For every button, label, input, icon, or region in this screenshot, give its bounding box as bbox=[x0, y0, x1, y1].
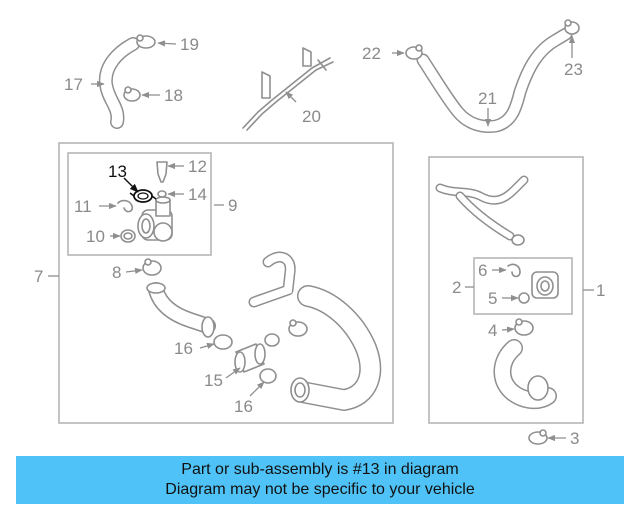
callout-19: 19 bbox=[180, 35, 199, 54]
callout-15: 15 bbox=[204, 371, 223, 390]
clamp-3-drawing bbox=[528, 429, 548, 445]
clamp-23-drawing bbox=[564, 19, 580, 35]
hose-large-drawing bbox=[290, 285, 382, 411]
callout-16b: 16 bbox=[234, 397, 253, 416]
callout-11: 11 bbox=[74, 197, 92, 216]
sensor-12-drawing bbox=[156, 161, 168, 183]
callout-17: 17 bbox=[64, 75, 83, 94]
pipe-upper-drawing bbox=[248, 251, 296, 308]
callout-14: 14 bbox=[188, 185, 207, 204]
callout-8: 8 bbox=[112, 263, 121, 282]
info-banner: Part or sub-assembly is #13 in diagram D… bbox=[16, 456, 624, 504]
group-box-7 bbox=[58, 142, 394, 424]
callout-12: 12 bbox=[188, 157, 207, 176]
outlet-housing-9-drawing bbox=[137, 196, 173, 242]
sub-box-2 bbox=[473, 257, 573, 315]
callout-13: 13 bbox=[108, 162, 127, 181]
callout-5: 5 bbox=[488, 289, 497, 308]
hose-17-drawing bbox=[98, 37, 140, 129]
leader-lines bbox=[48, 35, 594, 442]
sub-box-9 bbox=[67, 152, 212, 256]
callout-23: 23 bbox=[564, 60, 583, 79]
callout-2: 2 bbox=[452, 278, 461, 297]
clamp-upper-drawing bbox=[264, 319, 308, 347]
callout-6: 6 bbox=[478, 261, 487, 280]
housing-2-drawing bbox=[531, 271, 559, 299]
clamp-22-drawing bbox=[405, 44, 423, 60]
pipe-group1-drawing bbox=[435, 175, 529, 246]
clamp-16a-drawing bbox=[213, 334, 233, 350]
banner-line-1: Part or sub-assembly is #13 in diagram bbox=[181, 461, 459, 478]
callout-20: 20 bbox=[302, 107, 321, 126]
callout-7: 7 bbox=[34, 267, 43, 286]
hose-left-drawing bbox=[146, 282, 216, 338]
pipe-15-drawing bbox=[234, 343, 266, 373]
callout-10: 10 bbox=[86, 227, 105, 246]
clip-11-drawing bbox=[117, 199, 134, 213]
callout-18: 18 bbox=[164, 86, 183, 105]
callout-4: 4 bbox=[488, 321, 497, 340]
oring-10-drawing bbox=[120, 229, 136, 243]
parts-diagram: 17 19 18 20 22 21 23 13 12 14 9 11 10 7 … bbox=[34, 19, 605, 448]
oring-14-drawing bbox=[157, 190, 167, 198]
gasket-13-drawing bbox=[129, 189, 157, 203]
callout-22: 22 bbox=[362, 44, 381, 63]
callout-16a: 16 bbox=[174, 339, 193, 358]
callout-9: 9 bbox=[228, 196, 237, 215]
oring-5-drawing bbox=[518, 292, 530, 304]
callout-21: 21 bbox=[478, 89, 497, 108]
clip-6-drawing bbox=[507, 263, 521, 278]
clamp-8-drawing bbox=[142, 258, 162, 276]
hose-group1-drawing bbox=[493, 339, 557, 410]
callout-3: 3 bbox=[570, 429, 579, 448]
clamp-18-drawing bbox=[123, 86, 141, 102]
clamp-16b-drawing bbox=[259, 368, 277, 384]
hose-21-drawing bbox=[416, 27, 573, 133]
callout-1: 1 bbox=[596, 281, 605, 300]
clamp-19-drawing bbox=[136, 34, 156, 49]
banner-line-2: Diagram may not be specific to your vehi… bbox=[165, 481, 475, 498]
clamp-4-drawing bbox=[514, 318, 534, 336]
